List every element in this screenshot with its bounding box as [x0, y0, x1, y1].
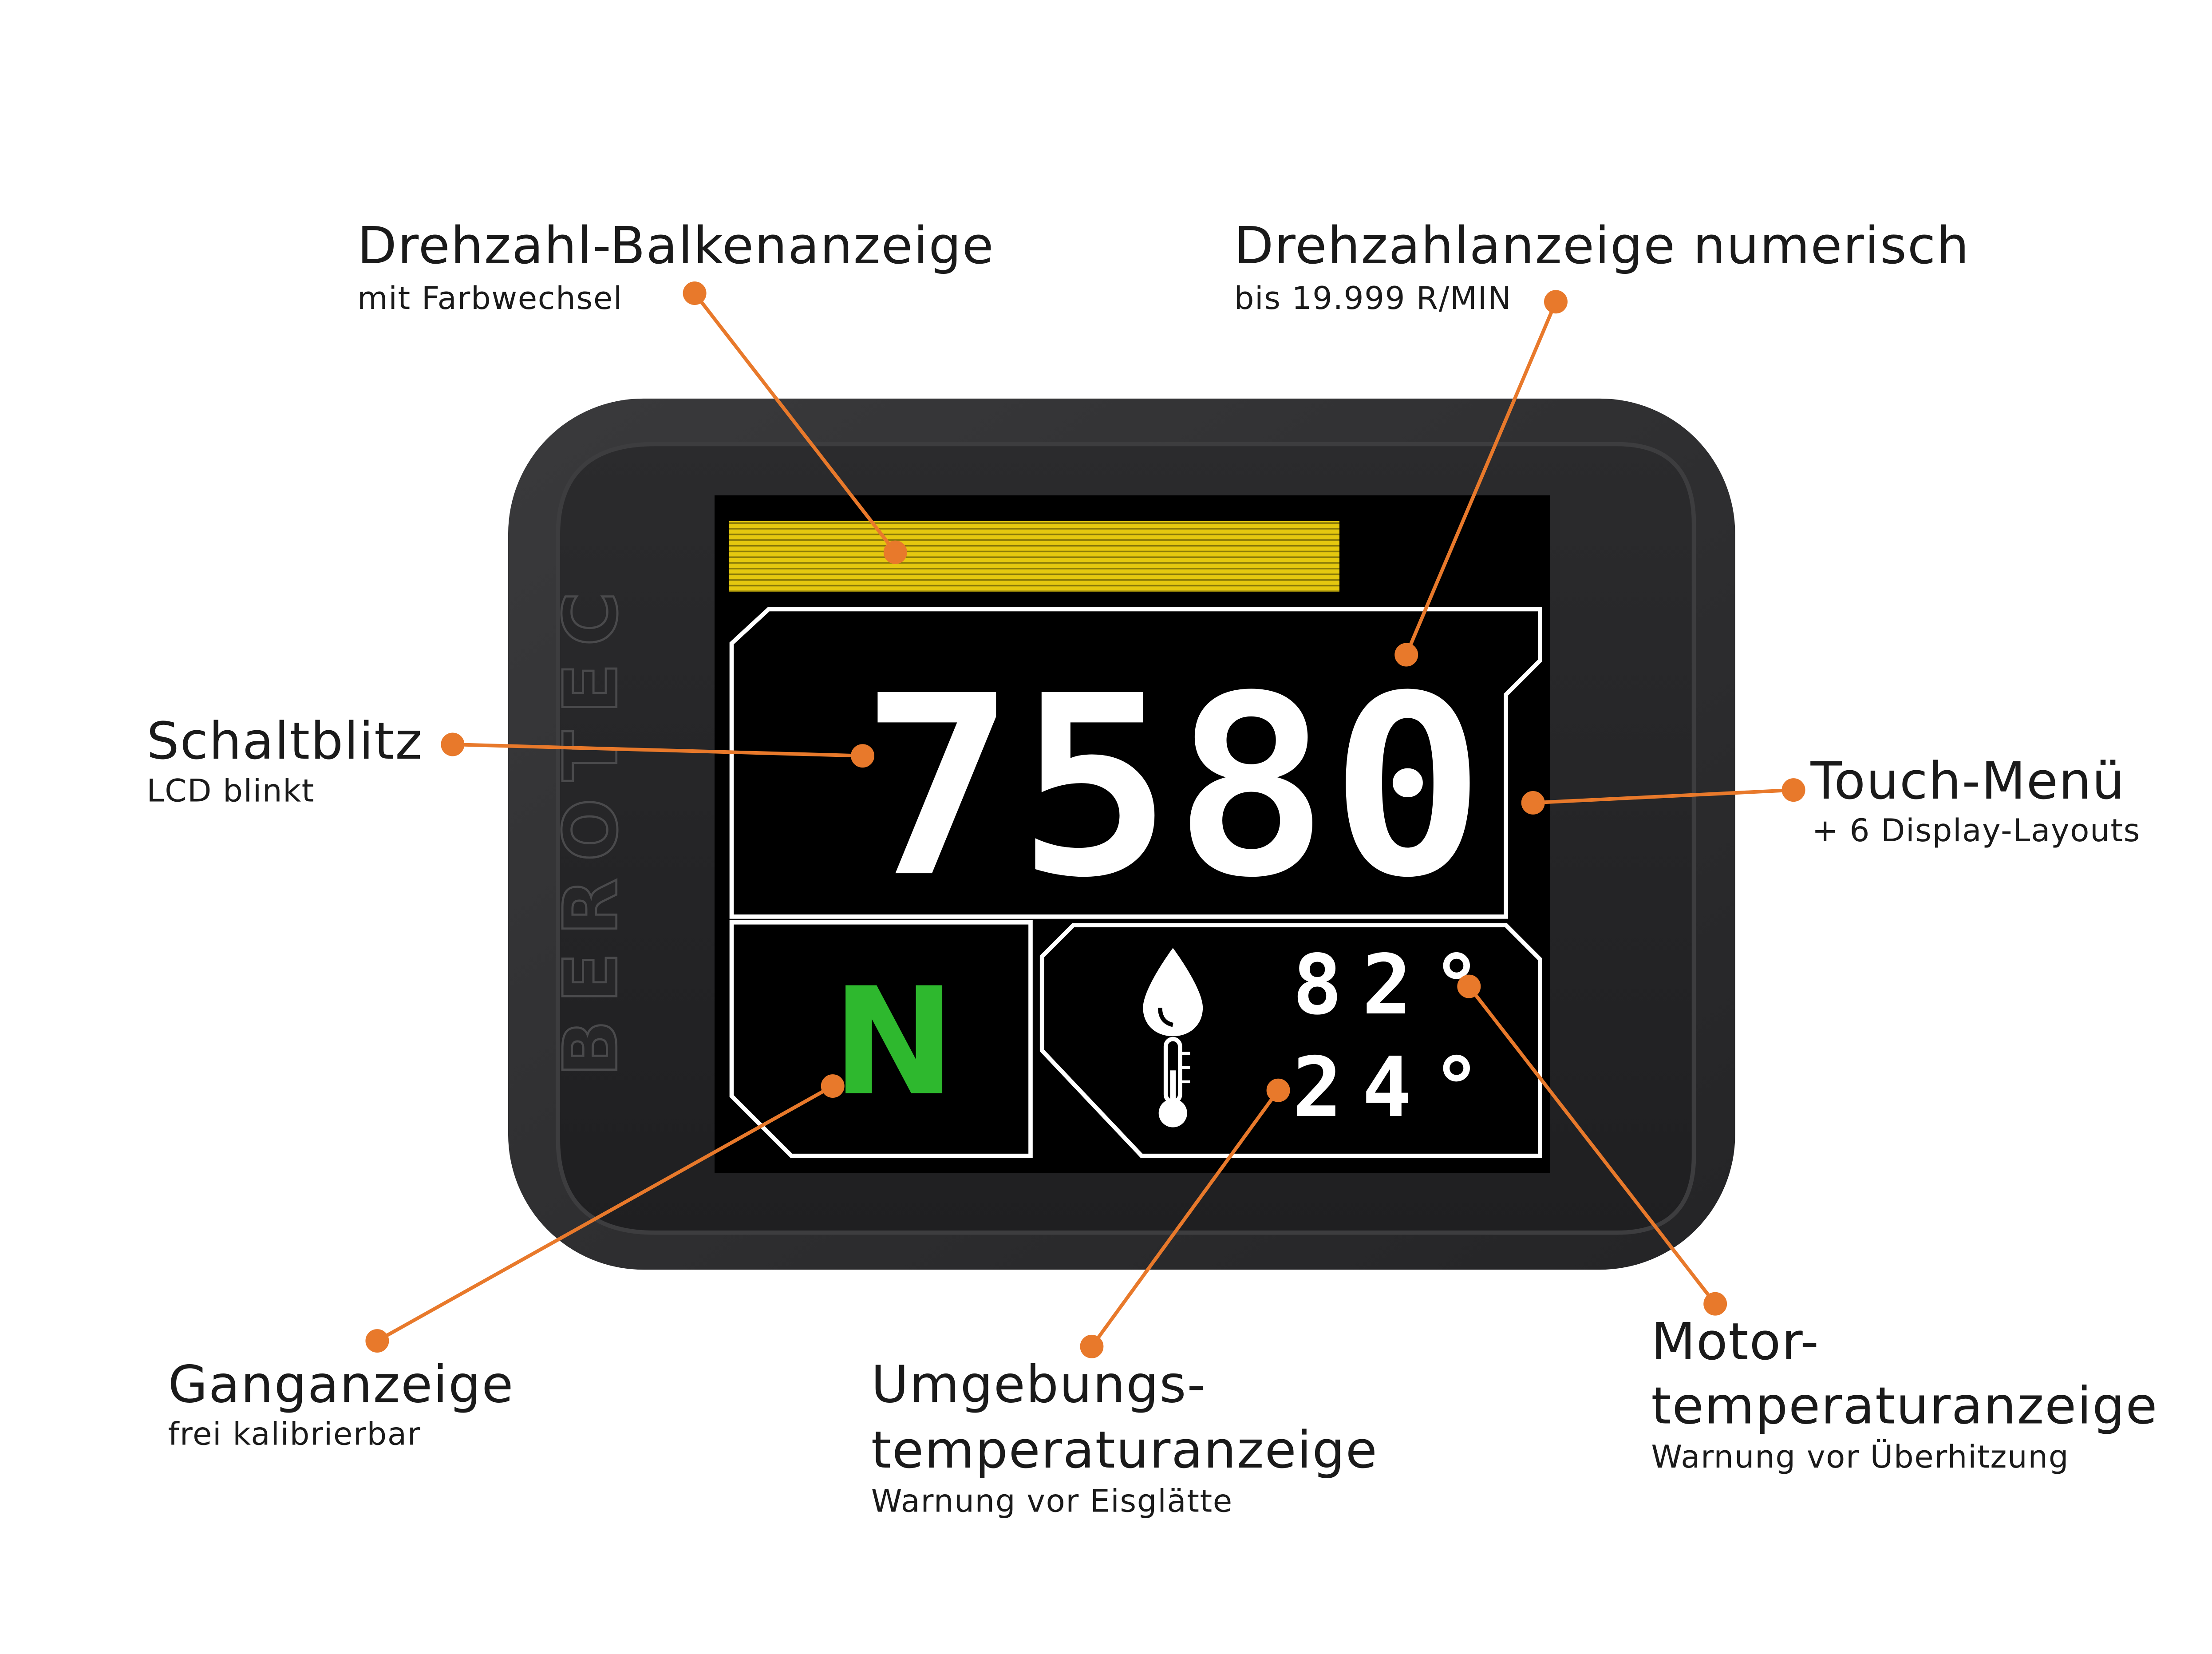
- rpm-bar-graph: [729, 521, 1339, 592]
- leader-dot: [1266, 1078, 1290, 1102]
- callout-gear-sub: frei kalibrierbar: [168, 1417, 421, 1453]
- motor-temperature-value: 82°: [1292, 937, 1501, 1033]
- callout-motor-title-line2: temperaturanzeige: [1651, 1377, 2158, 1436]
- leader-dot: [1703, 1292, 1727, 1316]
- callout-motor-sub: Warnung vor Überhitzung: [1651, 1440, 2070, 1476]
- leader-rpm-numeric: [1405, 301, 1558, 656]
- gear-frame: [729, 920, 1033, 1158]
- leader-gear: [376, 1084, 834, 1343]
- ambient-temperature-value: 24°: [1292, 1039, 1501, 1136]
- callout-motor-title-line1: Motor-: [1651, 1314, 1820, 1373]
- thermometer-icon: [1158, 1037, 1190, 1128]
- leader-dot: [1521, 791, 1545, 815]
- callout-ambient-title-line1: Umgebungs-: [871, 1356, 1207, 1415]
- callout-rpm-bar-sub: mit Farbwechsel: [357, 281, 623, 318]
- leader-dot: [883, 540, 907, 564]
- callout-shift-light-title: Schaltblitz: [146, 713, 423, 772]
- rpm-value: 7580: [860, 642, 1486, 934]
- callout-ambient-title-line2: temperaturanzeige: [871, 1422, 1378, 1480]
- brand-embossing: BEROTEC: [548, 575, 634, 1076]
- leader-dot: [1457, 974, 1481, 998]
- callout-touch-menu-sub: + 6 Display-Layouts: [1812, 814, 2141, 850]
- leader-dot: [1544, 290, 1568, 314]
- leader-ambient-temp: [1090, 1089, 1280, 1348]
- callout-leaders: [365, 281, 1805, 1358]
- callout-touch-menu-title: Touch-Menü: [1810, 753, 2125, 811]
- leader-motor-temp: [1467, 985, 1717, 1305]
- leader-dot: [851, 744, 875, 768]
- leader-dot: [365, 1329, 389, 1353]
- rpm-frame: [729, 607, 1543, 919]
- leader-dot: [1781, 778, 1805, 802]
- callout-shift-light-sub: LCD blinkt: [146, 774, 315, 810]
- temperature-frame: [1039, 923, 1543, 1158]
- leader-dot: [1394, 643, 1418, 667]
- gear-value: N: [832, 956, 956, 1128]
- callout-gear-title: Ganganzeige: [168, 1356, 514, 1415]
- callout-rpm-bar-title: Drehzahl-Balkenanzeige: [357, 218, 995, 277]
- leader-dot: [1080, 1334, 1104, 1358]
- callout-rpm-numeric-sub: bis 19.999 R/MIN: [1234, 281, 1512, 318]
- callout-rpm-numeric-title: Drehzahlanzeige numerisch: [1234, 218, 1970, 277]
- leader-shift-light: [452, 742, 863, 758]
- leader-dot: [683, 281, 707, 305]
- leader-touch-menu: [1533, 788, 1794, 805]
- leader-rpm-bar: [693, 292, 897, 554]
- leader-dot: [821, 1074, 845, 1098]
- leader-dot: [441, 732, 465, 756]
- callout-ambient-sub: Warnung vor Eisglätte: [871, 1484, 1233, 1520]
- droplet-icon: [1143, 948, 1203, 1037]
